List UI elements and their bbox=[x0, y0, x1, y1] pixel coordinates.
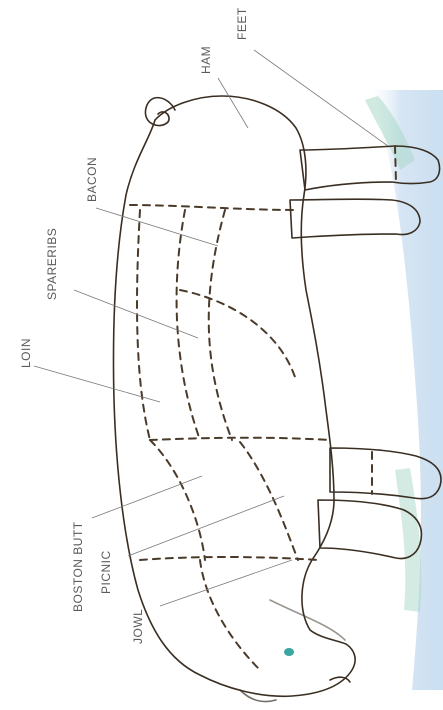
label-loin: LOIN bbox=[19, 338, 33, 368]
leader-picnic bbox=[128, 496, 284, 556]
leader-boston-butt bbox=[92, 476, 202, 518]
leader-jowl bbox=[160, 560, 292, 606]
cut-lines bbox=[130, 205, 330, 670]
cut-labels: HAM FEET BACON SPARERIBS LOIN BOSTON BUT… bbox=[19, 7, 249, 644]
ground-shadow bbox=[365, 90, 443, 690]
leader-spareribs bbox=[74, 290, 198, 338]
label-picnic: PICNIC bbox=[99, 550, 113, 594]
leader-lines bbox=[34, 50, 388, 606]
label-boston-butt: BOSTON BUTT bbox=[71, 521, 85, 612]
eye-icon bbox=[284, 648, 294, 656]
label-spareribs: SPARERIBS bbox=[45, 228, 59, 300]
label-bacon: BACON bbox=[85, 157, 99, 202]
label-feet: FEET bbox=[235, 7, 249, 40]
leader-ham bbox=[218, 78, 248, 128]
label-jowl: JOWL bbox=[131, 609, 145, 644]
leader-bacon bbox=[96, 208, 218, 246]
label-ham: HAM bbox=[199, 46, 213, 74]
leader-feet bbox=[254, 50, 388, 146]
